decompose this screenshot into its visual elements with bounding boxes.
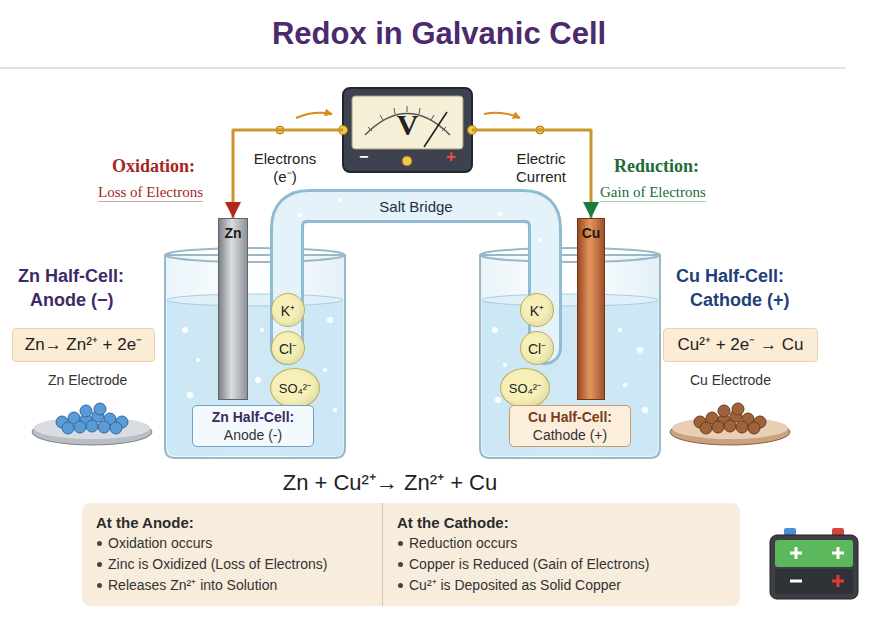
half-cell-title: Cu Half-Cell: xyxy=(676,266,784,287)
equation-box: Cu²⁺ + 2e⁻ → Cu xyxy=(663,328,818,362)
wire-label: Electrons (e⁻) xyxy=(246,150,324,186)
process-label: Oxidation: xyxy=(112,156,195,177)
ion-circle: SO₄²⁻ xyxy=(270,368,320,408)
right-beaker xyxy=(480,248,660,458)
electrode-symbol: Cu xyxy=(578,219,604,241)
terminal-sign: − xyxy=(359,148,368,166)
ion-circle: K⁺ xyxy=(271,293,305,327)
salt-bridge: Salt Bridge xyxy=(355,197,477,217)
info-panel: At the Cathode:Reduction occursCopper is… xyxy=(382,503,740,606)
half-cell-role: Cathode (+) xyxy=(690,290,790,311)
electrode-caption: Cu Electrode xyxy=(690,372,771,388)
copper-pellets xyxy=(670,403,790,445)
half-cell-tag: Zn Half-Cell:Anode (-) xyxy=(192,405,314,447)
bullet-item: Zinc is Oxidized (Loss of Electrons) xyxy=(96,554,368,575)
zinc-pellets xyxy=(32,403,152,445)
title-rule xyxy=(0,67,846,68)
salt-bridge-tube xyxy=(287,198,545,348)
ion-symbol: SO₄²⁻ xyxy=(279,379,311,397)
half-cell-title: Zn Half-Cell: xyxy=(18,266,124,287)
battery-icon xyxy=(770,528,858,599)
process-label: Reduction: xyxy=(614,156,699,177)
ion-circle: Cl⁻ xyxy=(520,331,554,365)
ion-symbol: SO₄²⁻ xyxy=(509,379,541,397)
overall-equation: Zn + Cu²⁺→ Zn²⁺ + Cu xyxy=(220,466,560,496)
tag-body: Cathode (+) xyxy=(514,426,626,444)
equation-box: Zn→ Zn²⁺ + 2e⁻ xyxy=(12,328,155,362)
process-sublabel: Gain of Electrons xyxy=(600,184,706,202)
bullet-item: Cu²⁺ is Deposited as Solid Copper xyxy=(397,575,726,596)
half-cell-role: Anode (−) xyxy=(30,290,114,311)
panel-heading: At the Cathode: xyxy=(397,512,726,533)
electrode-symbol: Zn xyxy=(219,219,247,241)
ion-symbol: K⁺ xyxy=(281,301,295,320)
ion-symbol: Cl⁻ xyxy=(279,339,297,358)
ion-circle: Cl⁻ xyxy=(271,331,305,365)
left-beaker xyxy=(165,248,345,458)
process-sublabel: Loss of Electrons xyxy=(98,184,203,202)
bullet-item: Oxidation occurs xyxy=(96,533,368,554)
zinc-electrode: Zn xyxy=(218,218,248,400)
panel-heading: At the Anode: xyxy=(96,512,368,533)
title: Redox in Galvanic Cell xyxy=(0,16,878,52)
half-equation: Cu²⁺ + 2e⁻ → Cu xyxy=(670,329,811,361)
ion-symbol: K⁺ xyxy=(530,301,544,320)
bullet-item: Releases Zn²⁺ into Solution xyxy=(96,575,368,596)
ion-symbol: Cl⁻ xyxy=(528,339,546,358)
salt-bridge-label: Salt Bridge xyxy=(355,197,477,217)
wire xyxy=(233,130,343,218)
copper-electrode: Cu xyxy=(577,218,605,400)
half-cell-tag: Cu Half-Cell:Cathode (+) xyxy=(509,405,631,447)
ion-circle: SO₄²⁻ xyxy=(500,368,550,408)
voltmeter-symbol: V xyxy=(343,108,472,142)
ion-circle: K⁺ xyxy=(520,293,554,327)
terminal-sign: + xyxy=(446,147,456,167)
wire-label: Electric Current xyxy=(502,150,580,186)
tag-body: Anode (-) xyxy=(197,426,309,444)
tag-heading: Cu Half-Cell: xyxy=(514,408,626,426)
voltmeter: V − + xyxy=(343,88,472,172)
half-equation: Zn→ Zn²⁺ + 2e⁻ xyxy=(19,329,148,361)
wire xyxy=(472,130,591,218)
bullet-item: Copper is Reduced (Gain of Electrons) xyxy=(397,554,726,575)
voltmeter-body xyxy=(343,88,472,172)
tag-heading: Zn Half-Cell: xyxy=(197,408,309,426)
info-panel: At the Anode:Oxidation occursZinc is Oxi… xyxy=(82,503,382,606)
electrode-caption: Zn Electrode xyxy=(48,372,127,388)
bullet-item: Reduction occurs xyxy=(397,533,726,554)
